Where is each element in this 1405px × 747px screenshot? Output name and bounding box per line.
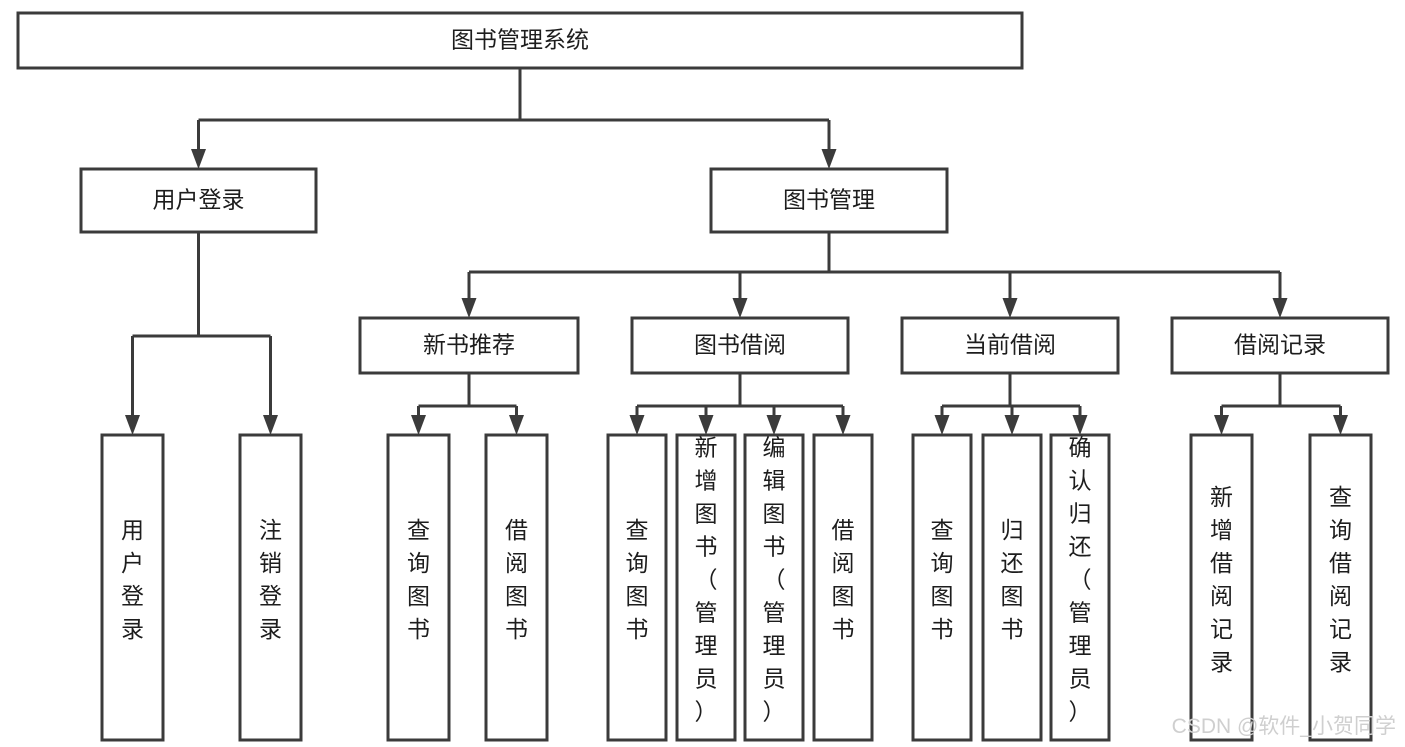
arrowhead-icon — [1004, 415, 1020, 435]
arrowhead-icon — [125, 415, 140, 435]
node-user-login[interactable]: 用户登录 — [79, 167, 318, 234]
node-leaf-return-book[interactable]: 归还图书 — [981, 433, 1043, 742]
node-leaf-query-record[interactable]: 查询借阅记录 — [1308, 433, 1373, 742]
node-book-manage[interactable]: 图书管理 — [709, 167, 949, 234]
node-leaf-user-login[interactable]: 用户登录 — [100, 433, 165, 742]
node-box[interactable] — [981, 433, 1043, 742]
node-label: 归还图书 — [1001, 517, 1024, 642]
node-box[interactable] — [630, 316, 850, 375]
node-box[interactable] — [16, 11, 1024, 70]
node-leaf-edit-book[interactable]: 编辑图书（管理员） — [743, 433, 805, 742]
connector-book-borrow-to-leaves — [629, 373, 851, 435]
node-box[interactable] — [900, 316, 1120, 375]
arrowhead-icon — [411, 415, 426, 435]
arrowhead-icon — [1214, 415, 1229, 435]
node-new-book-rec[interactable]: 新书推荐 — [358, 316, 580, 375]
connector-borrow-record-to-leaves — [1214, 373, 1348, 435]
node-label: 借阅记录 — [1234, 332, 1326, 358]
node-label: 新增图书（管理员） — [695, 435, 718, 725]
node-box[interactable] — [675, 433, 737, 742]
node-label: 用户登录 — [153, 187, 245, 213]
node-label: 借阅图书 — [505, 517, 528, 642]
node-leaf-add-book[interactable]: 新增图书（管理员） — [675, 433, 737, 742]
node-leaf-borrow-book[interactable]: 借阅图书 — [812, 433, 874, 742]
node-label: 新书推荐 — [423, 332, 515, 358]
arrowhead-icon — [263, 415, 278, 435]
arrowhead-icon — [732, 298, 748, 318]
connector-book-manage-to-level2 — [461, 232, 1288, 318]
node-box[interactable] — [79, 167, 318, 234]
node-label: 查询图书 — [407, 517, 430, 642]
node-label: 图书管理 — [783, 187, 875, 213]
node-leaf-add-record[interactable]: 新增借阅记录 — [1189, 433, 1254, 742]
arrowhead-icon — [766, 415, 782, 435]
node-box[interactable] — [911, 433, 973, 742]
arrowhead-icon — [629, 415, 645, 435]
node-box[interactable] — [358, 316, 580, 375]
node-leaf-query-book-current[interactable]: 查询图书 — [911, 433, 973, 742]
node-label: 新增借阅记录 — [1210, 484, 1233, 675]
arrowhead-icon — [461, 298, 477, 318]
node-box[interactable] — [743, 433, 805, 742]
node-box[interactable] — [1170, 316, 1390, 375]
node-label: 注销登录 — [259, 517, 282, 642]
arrowhead-icon — [509, 415, 524, 435]
node-label: 编辑图书（管理员） — [763, 435, 786, 725]
connector-layer — [125, 68, 1348, 435]
node-box[interactable] — [484, 433, 549, 742]
arrowhead-icon — [835, 415, 851, 435]
node-leaf-confirm-return[interactable]: 确认归还（管理员） — [1049, 433, 1111, 742]
node-label: 借阅图书 — [832, 517, 855, 642]
node-current-borrow[interactable]: 当前借阅 — [900, 316, 1120, 375]
arrowhead-icon — [1272, 298, 1288, 318]
node-box[interactable] — [1049, 433, 1111, 742]
arrowhead-icon — [698, 415, 714, 435]
node-label: 图书管理系统 — [451, 27, 589, 53]
arrowhead-icon — [821, 149, 837, 169]
node-label: 当前借阅 — [964, 332, 1056, 358]
arrowhead-icon — [1002, 298, 1018, 318]
node-label: 用户登录 — [121, 517, 144, 642]
node-box[interactable] — [386, 433, 451, 742]
node-layer: 图书管理系统用户登录图书管理新书推荐图书借阅当前借阅借阅记录用户登录注销登录查询… — [16, 11, 1390, 742]
connector-new-book-rec-to-leaves — [411, 373, 524, 435]
node-leaf-query-book-rec[interactable]: 查询图书 — [386, 433, 451, 742]
node-box[interactable] — [606, 433, 668, 742]
node-box[interactable] — [100, 433, 165, 742]
node-box[interactable] — [238, 433, 303, 742]
node-book-borrow[interactable]: 图书借阅 — [630, 316, 850, 375]
node-label: 图书借阅 — [694, 332, 786, 358]
arrowhead-icon — [1072, 415, 1088, 435]
node-label: 查询图书 — [626, 517, 649, 642]
arrowhead-icon — [934, 415, 950, 435]
connector-current-borrow-to-leaves — [934, 373, 1088, 435]
node-leaf-borrow-book-rec[interactable]: 借阅图书 — [484, 433, 549, 742]
node-root[interactable]: 图书管理系统 — [16, 11, 1024, 70]
arrowhead-icon — [1333, 415, 1348, 435]
arrowhead-icon — [191, 149, 206, 169]
node-leaf-query-book-borrow[interactable]: 查询图书 — [606, 433, 668, 742]
node-label: 确认归还（管理员） — [1069, 435, 1092, 725]
connector-root-to-level1 — [191, 68, 837, 169]
connector-user-login-to-leaves — [125, 232, 278, 435]
node-borrow-record[interactable]: 借阅记录 — [1170, 316, 1390, 375]
node-label: 查询借阅记录 — [1329, 484, 1352, 675]
node-box[interactable] — [709, 167, 949, 234]
csdn-watermark: CSDN @软件_小贺同学 — [1172, 715, 1396, 738]
node-label: 查询图书 — [931, 517, 954, 642]
node-box[interactable] — [812, 433, 874, 742]
node-box[interactable] — [1308, 433, 1373, 742]
node-leaf-user-logout[interactable]: 注销登录 — [238, 433, 303, 742]
node-box[interactable] — [1189, 433, 1254, 742]
